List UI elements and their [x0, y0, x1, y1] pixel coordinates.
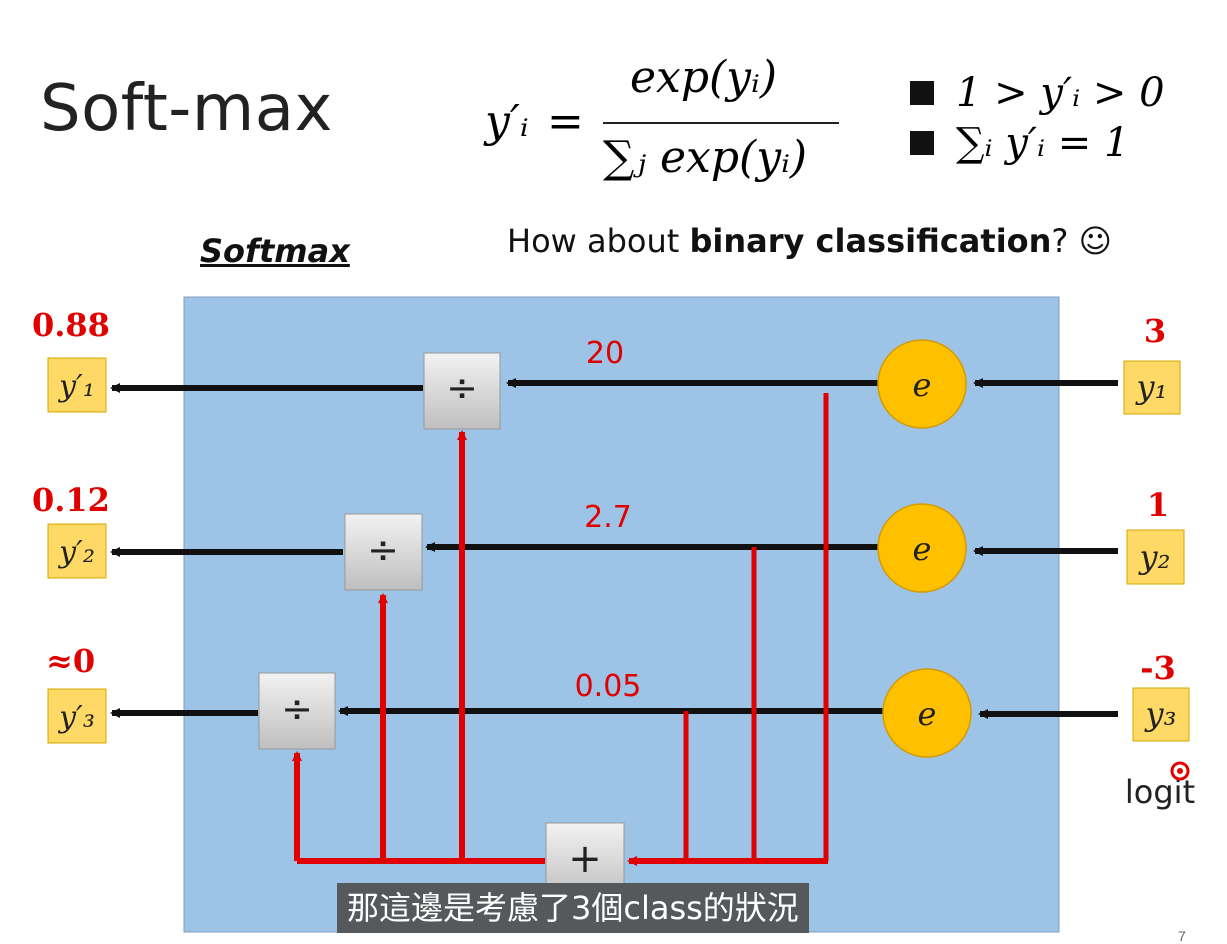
exp-symbol: e — [918, 695, 937, 733]
softmax-formula: y′ᵢ = exp(yᵢ) ∑ⱼ exp(yᵢ) — [485, 52, 865, 202]
exp-value-3: 0.05 — [575, 669, 642, 704]
pointer-dot-icon — [1170, 761, 1190, 781]
page-number: 7 — [1178, 928, 1186, 944]
exp-value-2: 2.7 — [584, 500, 632, 535]
input-box-2: y₂ — [1126, 529, 1185, 585]
output-label: y′₂ — [57, 535, 95, 570]
question-suffix: ? ☺ — [1051, 222, 1112, 260]
property-item: ∑ᵢ y′ᵢ = 1 — [910, 118, 1165, 168]
divide-node-1: ÷ — [423, 352, 501, 430]
fraction-bar — [603, 122, 839, 124]
input-box-3: y₃ — [1132, 687, 1190, 742]
exp-node-1: e — [877, 339, 967, 429]
output-label: y′₃ — [57, 700, 95, 735]
property-list: 1 > y′ᵢ > 0 ∑ᵢ y′ᵢ = 1 — [910, 68, 1165, 168]
exp-node-2: e — [877, 503, 967, 593]
question-text: How about binary classification? ☺ — [507, 222, 1112, 260]
divide-node-3: ÷ — [258, 672, 336, 750]
formula-lhs: y′ᵢ — [485, 96, 529, 147]
output-value-1: 0.88 — [32, 306, 110, 344]
video-caption: 那這邊是考慮了3個class的狀況 — [337, 883, 809, 933]
output-box-3: y′₃ — [47, 688, 107, 744]
question-bold: binary classification — [689, 222, 1052, 260]
question-prefix: How about — [507, 222, 690, 260]
formula-equals: = — [547, 96, 584, 147]
output-label: y′₁ — [57, 369, 95, 404]
formula-numerator: exp(yᵢ) — [630, 52, 778, 103]
property-item: 1 > y′ᵢ > 0 — [910, 68, 1165, 118]
exp-node-3: e — [882, 668, 972, 758]
logit-value-3: -3 — [1140, 649, 1176, 687]
logit-value-2: 1 — [1147, 486, 1169, 524]
output-box-1: y′₁ — [47, 357, 107, 413]
exp-value-1: 20 — [586, 336, 624, 371]
slide-title: Soft-max — [40, 72, 333, 146]
property-text: 1 > y′ᵢ > 0 — [956, 70, 1165, 116]
output-value-2: 0.12 — [32, 481, 110, 519]
divide-symbol: ÷ — [281, 687, 313, 731]
property-text: ∑ᵢ y′ᵢ = 1 — [956, 120, 1130, 166]
input-label: y₃ — [1144, 695, 1177, 733]
exp-symbol: e — [913, 366, 932, 404]
divide-node-2: ÷ — [344, 513, 423, 591]
logit-value-1: 3 — [1144, 312, 1166, 350]
input-label: y₂ — [1138, 538, 1171, 576]
input-label: y₁ — [1135, 368, 1168, 406]
square-bullet-icon — [910, 131, 934, 155]
divide-symbol: ÷ — [367, 528, 399, 572]
exp-symbol: e — [913, 530, 932, 568]
sum-symbol: + — [568, 836, 602, 882]
input-box-1: y₁ — [1123, 360, 1181, 415]
divide-symbol: ÷ — [446, 366, 478, 410]
diagram-title: Softmax — [200, 232, 350, 270]
square-bullet-icon — [910, 81, 934, 105]
output-box-2: y′₂ — [47, 523, 107, 579]
output-value-3: ≈0 — [46, 642, 95, 680]
formula-denominator: ∑ⱼ exp(yᵢ) — [603, 132, 808, 183]
